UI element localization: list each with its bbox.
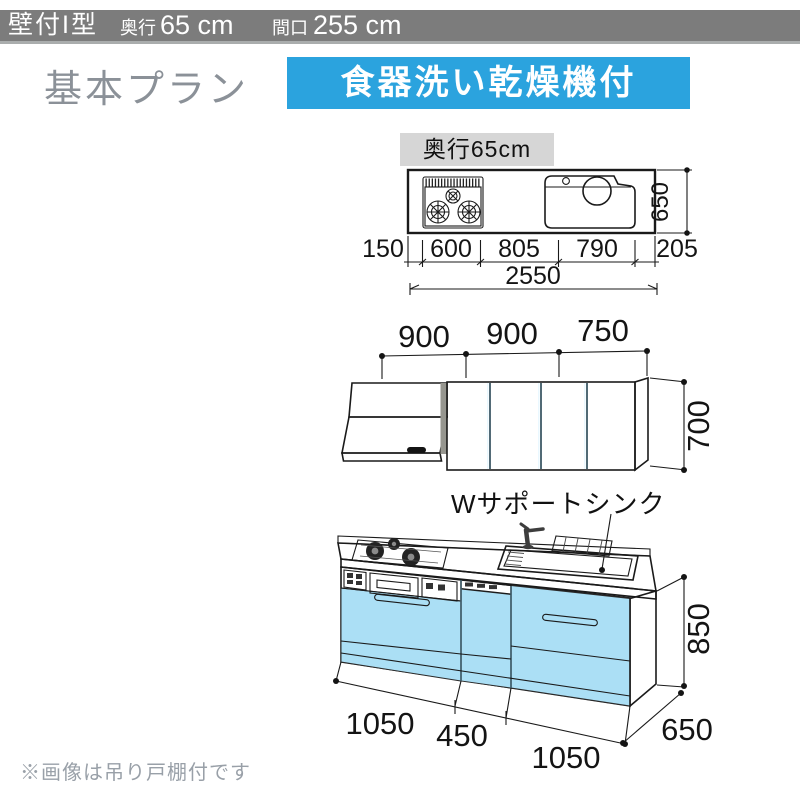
dim-790: 790 <box>576 235 618 263</box>
top-view-dimensions: 150 600 805 790 205 2550 650 <box>362 167 698 295</box>
counter-plan-outline <box>406 168 657 235</box>
dim-700: 700 <box>681 400 716 452</box>
wall-cabinet-view: 900 900 750 <box>341 313 716 473</box>
dim-900b: 900 <box>486 316 538 351</box>
header-bar: 壁付I型 奥行 65 cm 間口 255 cm <box>0 10 800 44</box>
width-label: 間口 <box>272 18 308 38</box>
cooktop-plan-icon <box>422 176 484 229</box>
dim-900a: 900 <box>398 319 450 354</box>
dim-750: 750 <box>577 313 629 348</box>
wall-view-dimensions: 900 900 750 <box>379 313 650 379</box>
footnote: ※画像は吊り戸棚付です <box>20 762 251 784</box>
dim-850: 850 <box>681 603 716 655</box>
sink-callout-leader <box>599 513 612 573</box>
width-value: 255 cm <box>313 10 402 40</box>
base-depth-dimension: 650 <box>620 690 713 747</box>
dish-rack-icon <box>551 535 613 557</box>
depth-tag-label: 奥行65cm <box>400 133 554 166</box>
dim-805: 805 <box>498 235 540 263</box>
sink-plan-icon <box>544 175 636 229</box>
cooktop-icon <box>351 538 449 569</box>
plan-title: 基本プラン <box>44 69 250 111</box>
hood-switch-icon <box>407 447 426 453</box>
dim-1050b: 1050 <box>532 740 601 775</box>
dim-205: 205 <box>656 235 698 263</box>
top-view: 150 600 805 790 205 2550 650 <box>362 167 698 295</box>
depth-value: 65 cm <box>160 10 234 40</box>
base-unit-view: 1050 450 1050 650 850 <box>333 522 716 775</box>
faucet-icon <box>519 522 545 550</box>
dim-150: 150 <box>362 235 404 263</box>
kitchen-type-label: 壁付I型 <box>8 11 98 39</box>
dim-1050a: 1050 <box>346 706 415 741</box>
sink-icon <box>496 522 639 581</box>
drawer-handle <box>542 613 598 627</box>
sink-callout-label: Wサポートシンク <box>451 489 666 519</box>
dim-650-top: 650 <box>647 182 674 222</box>
drawer-handle <box>374 593 430 607</box>
base-side-panel <box>629 589 657 708</box>
dim-600: 600 <box>430 235 472 263</box>
dim-650-base: 650 <box>661 712 713 747</box>
depth-label: 奥行 <box>120 18 156 38</box>
dim-2550: 2550 <box>505 262 561 290</box>
base-width-dimensions: 1050 450 1050 <box>333 661 631 775</box>
range-hood <box>341 382 448 462</box>
wall-height-dimension: 700 <box>649 377 716 473</box>
dim-450: 450 <box>436 718 488 753</box>
base-height-dimension: 850 <box>656 574 716 689</box>
wall-cabinets <box>446 376 649 472</box>
feature-banner: 食器洗い乾燥機付 <box>287 57 690 109</box>
wall-cabinet-side-panel <box>634 376 649 472</box>
